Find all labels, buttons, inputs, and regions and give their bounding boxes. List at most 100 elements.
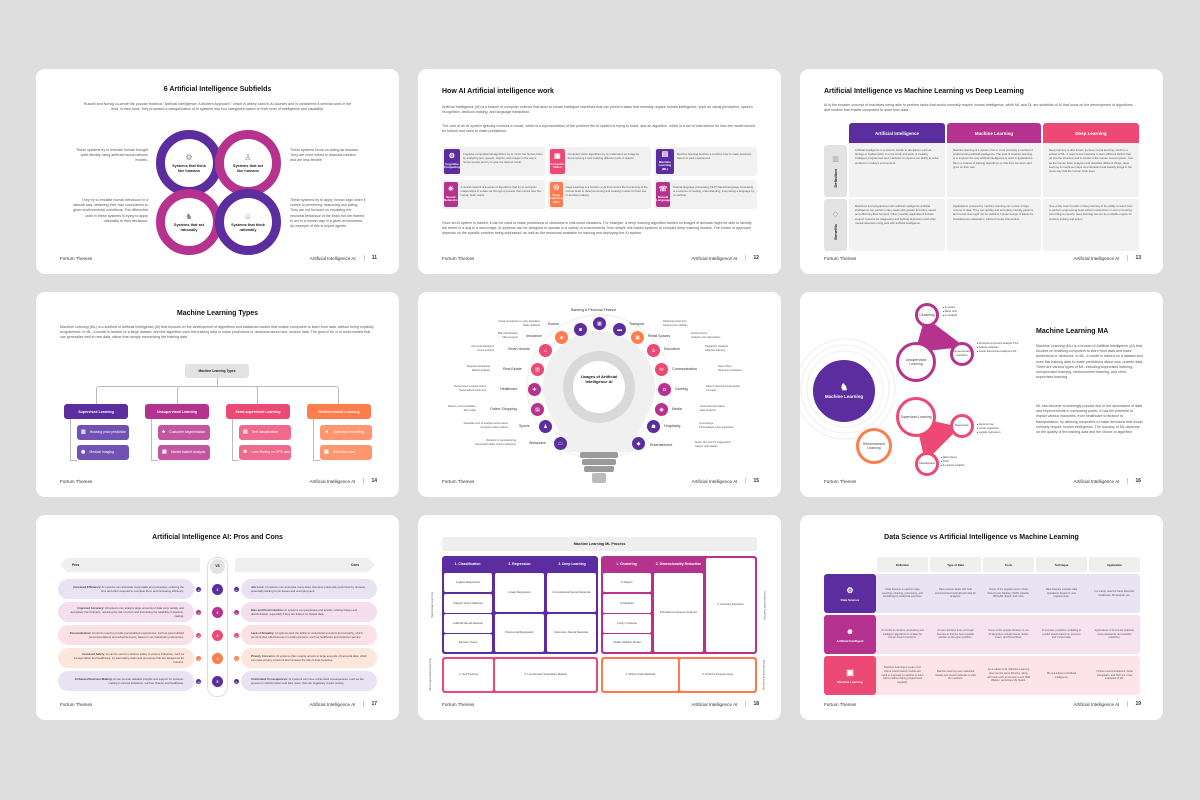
arrow-left-icon: ◂: [196, 679, 201, 684]
dimred-list: Principal component analysis PCAFeature …: [977, 342, 1022, 355]
con-item: Privacy Concerns: AI systems often requi…: [241, 648, 377, 668]
page-number: 16: [1127, 478, 1141, 484]
network-icon: ✳: [447, 186, 454, 194]
usage-label: Sports: [519, 424, 530, 428]
page-number: 15: [745, 478, 759, 484]
slide-11-subfields[interactable]: 6 Artificial Intelligence Subfields Russ…: [36, 69, 399, 274]
deck-name: Artificial Intelligence AI: [309, 255, 356, 261]
quadrant-desc: These systems try to emulate human thoug…: [76, 148, 148, 163]
pro-item: Enhanced Decision-Making: AI can provide…: [58, 671, 194, 691]
center-label: Usages of Artificial Intelligence AI: [580, 374, 618, 385]
side-label: Unsupervised Learning: [763, 590, 767, 620]
quadrant-desc: They try to emulate human behaviour in a…: [73, 198, 148, 223]
hospitality-icon: ☗: [647, 420, 660, 433]
health-icon: ✚: [528, 383, 541, 396]
connector: [313, 419, 320, 461]
side-label: Reinforcement Learning: [762, 660, 766, 690]
slide-title: 6 Artificial Intelligence Subfields: [163, 86, 272, 93]
type-supervised: Supervised Learning: [64, 404, 128, 419]
slide-16-ml-ma[interactable]: ♞Machine Learning Unsupervised Learning …: [800, 292, 1163, 497]
algo-box: Polynomial Regression: [495, 614, 544, 652]
cons-header: Cons: [235, 558, 375, 572]
row-bg: [876, 615, 1140, 654]
pro-item: Increased Safety: AI can be used to enha…: [58, 648, 194, 668]
users-icon: ♣: [162, 429, 166, 436]
communication-icon: ✉: [655, 363, 668, 376]
page-number: 18: [745, 701, 759, 707]
slide-title: Data Science vs Artificial Intelligence …: [884, 534, 1079, 541]
slide-title: Machine Learning Types: [176, 310, 259, 317]
education-icon: ♙: [647, 344, 660, 357]
document-icon: ▤: [661, 151, 669, 159]
sports-icon: ♟: [539, 420, 552, 433]
connector: [232, 419, 239, 461]
table-cell: Some of the popular libraries to run AI …: [988, 628, 1029, 640]
con-item: Unintended Consequences: AI systems can …: [241, 671, 377, 691]
bubble-classification: Classification: [915, 452, 939, 476]
slide-19-ds-ai-ml[interactable]: Data Science vs Artificial Intelligence …: [800, 515, 1163, 720]
example-item: ◉Medical imaging: [77, 445, 129, 460]
brand-label: Fortum Themes: [60, 479, 93, 484]
arrow-right-icon: ▸: [234, 656, 239, 661]
brand-label: Fortum Themes: [442, 702, 475, 707]
page-number: 17: [363, 701, 377, 707]
row-bg: [876, 656, 1140, 695]
pro-item: Increased Efficiency: AI systems can aut…: [58, 579, 194, 599]
doc-icon: ▤: [243, 429, 248, 436]
basket-icon: ▣: [162, 449, 167, 456]
arrow-right-icon: ▸: [234, 633, 239, 638]
algo-box: 1. Self Training: [444, 659, 493, 691]
row-header-ai: ☻Artificial Intelligent: [824, 615, 876, 654]
scan-icon: ◉: [81, 449, 86, 456]
bubble-reinforcement: Reinforcement Learning: [856, 428, 892, 464]
deck-name: Artificial Intelligence AI: [309, 701, 356, 707]
slide-14-ml-types[interactable]: Machine Learning Types Machine Learning …: [36, 292, 399, 497]
table-cell: Online recommendations, facial recogniti…: [1096, 669, 1133, 681]
col-header: 1. Clustering: [616, 562, 637, 567]
bubble-machine-learning: ♞Machine Learning: [813, 360, 875, 422]
cog-icon: ⚙: [448, 153, 456, 161]
slide-title: Machine Learning MA: [1036, 328, 1109, 335]
col-header: Definition: [877, 557, 928, 572]
row-number: 4: [212, 653, 223, 664]
col-header: 2. Regression: [508, 562, 531, 567]
col-header: Deep Learning: [1043, 123, 1139, 143]
table-cell: Machine learning uses statistical models…: [934, 669, 977, 681]
con-item: Bias and Discrimination: AI systems can …: [241, 602, 377, 622]
cart-icon: ▤: [531, 403, 544, 416]
slide-intro: Russell and Norvig co-wrote the popular …: [83, 102, 352, 112]
slide-13-ai-ml-dl[interactable]: Artificial Intelligence vs Machine Learn…: [800, 69, 1163, 274]
algo-box: K-Means: [603, 573, 651, 592]
col-header: 1. Classification: [454, 562, 481, 567]
row-number: 5: [212, 676, 223, 687]
slide-18-ml-process[interactable]: Machine Learning ML Process 1. Classific…: [418, 515, 781, 720]
bank-icon: ▦: [593, 317, 606, 330]
slide-12-how-ai-works[interactable]: How AI Artificial intelligence work Arti…: [418, 69, 781, 274]
row-header-ml: ▣Machine Learning: [824, 656, 876, 695]
connector: [151, 419, 158, 461]
col-header: Machine Learning: [947, 123, 1041, 143]
type-semi-supervised: Semi-supervised Learning: [226, 404, 290, 419]
paragraph: Once an AI system is trained, it can be …: [442, 221, 752, 236]
deck-name: Artificial Intelligence AI: [1073, 255, 1120, 261]
shop-icon: ▣: [631, 331, 644, 344]
gamepad-icon: ◘: [658, 383, 671, 396]
brand-label: Fortum Themes: [442, 479, 475, 484]
slide-15-ai-usages[interactable]: Usages of Artificial Intelligence AI Ban…: [418, 292, 781, 497]
entertainment-icon: ◆: [632, 437, 645, 450]
slide-17-pros-cons[interactable]: Artificial Intelligence AI: Pros and Con…: [36, 515, 399, 720]
shield-icon: ◈: [555, 331, 568, 344]
algo-box: K-Medoids: [603, 594, 651, 613]
quadrant-act-rationally: ♞Systems that act rationally: [156, 189, 222, 255]
example-item: ♣Customer segmentation: [158, 425, 210, 440]
process-title: Machine Learning ML Process: [442, 537, 757, 551]
table-cell: Artificial Intelligence is a science sim…: [849, 143, 945, 197]
table-cell: Applications of AI include chatbots, voi…: [1094, 628, 1135, 640]
table-cell: Data Science includes data operations ba…: [1045, 587, 1078, 599]
table-cell: ML is a subset of Artificial Intelligenc…: [1046, 671, 1077, 679]
